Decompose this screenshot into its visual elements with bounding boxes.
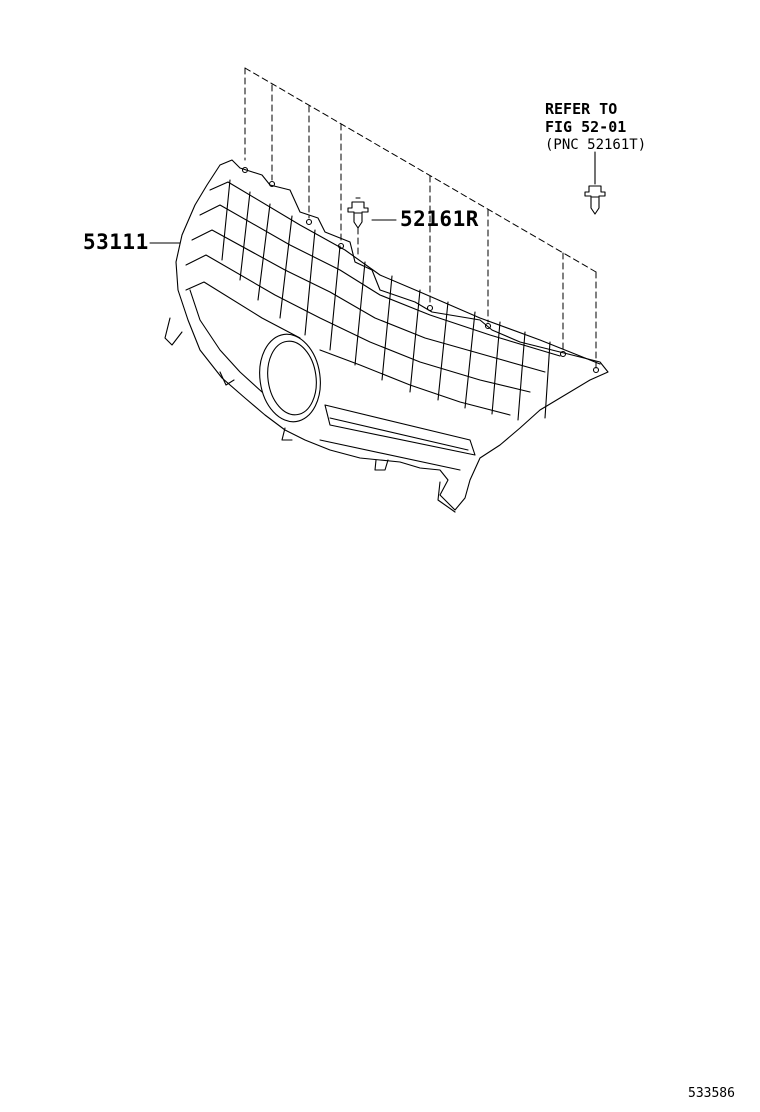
part-label-53111: 53111	[83, 230, 149, 254]
grille-body	[164, 159, 609, 513]
reference-note: REFER TO FIG 52-01 (PNC 52161T)	[545, 100, 646, 154]
reference-line-1: REFER TO	[545, 100, 618, 118]
emblem-ring	[259, 333, 321, 423]
clip-reference-icon	[584, 185, 606, 215]
reference-line-3: (PNC 52161T)	[545, 137, 647, 153]
part-label-52161r: 52161R	[400, 207, 479, 231]
reference-line-2: FIG 52-01	[545, 118, 627, 136]
clip-52161r-icon	[347, 197, 369, 229]
alignment-dashed-lines	[244, 67, 597, 369]
illustration-id: 533586	[688, 1086, 735, 1101]
